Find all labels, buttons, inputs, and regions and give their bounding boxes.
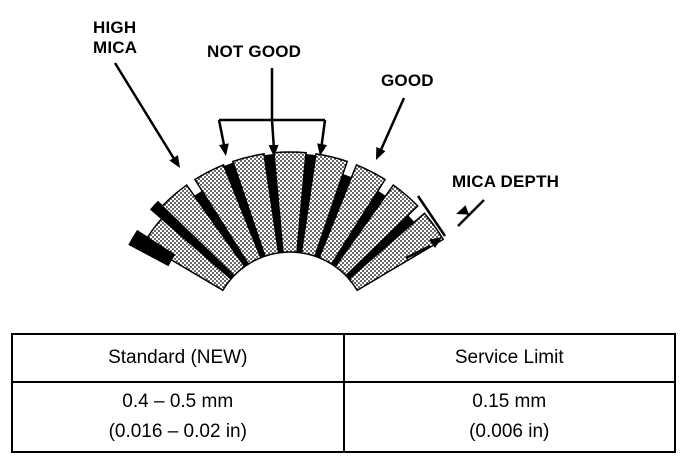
commutator-diagram <box>113 62 485 292</box>
commutator-segments <box>128 151 445 292</box>
spec-table: Standard (NEW) Service Limit 0.4 – 0.5 m… <box>11 333 676 453</box>
cell-standard: 0.4 – 0.5 mm (0.016 – 0.02 in) <box>11 381 345 453</box>
mica-depth-arrowhead-top <box>456 205 469 215</box>
not-good-leg-mid <box>270 119 276 151</box>
table-header-row: Standard (NEW) Service Limit <box>11 333 676 383</box>
cell-service-limit: 0.15 mm (0.006 in) <box>342 381 676 453</box>
good-arrowhead <box>376 147 386 160</box>
mica-depth-guide <box>416 195 447 237</box>
pointer-arrows <box>113 62 485 260</box>
standard-mm: 0.4 – 0.5 mm <box>122 391 234 412</box>
header-standard: Standard (NEW) <box>11 333 345 383</box>
high-mica-label: HIGH MICA <box>93 18 138 57</box>
mica-depth-label: MICA DEPTH <box>452 172 560 191</box>
mica-depth-arrow-bottom <box>405 244 431 260</box>
not-good-arrowhead-mid <box>268 144 279 157</box>
mica-depth-arrow-top <box>457 199 485 227</box>
not-good-arrowhead-right <box>317 143 328 156</box>
high-mica-arrowhead <box>169 155 180 168</box>
high-mica-arrow <box>113 62 178 163</box>
commutator-segment <box>347 212 445 292</box>
table-row: 0.4 – 0.5 mm (0.016 – 0.02 in) 0.15 mm (… <box>11 381 676 453</box>
service-limit-in: (0.006 in) <box>469 421 550 442</box>
mica-insulator <box>128 229 176 267</box>
good-label: GOOD <box>381 71 434 90</box>
not-good-arrowhead-left <box>218 143 229 156</box>
service-limit-mm: 0.15 mm <box>472 391 547 412</box>
mica-depth-arrowhead-bottom <box>429 237 442 248</box>
standard-in: (0.016 – 0.02 in) <box>108 421 247 442</box>
good-arrow <box>378 97 406 153</box>
not-good-label: NOT GOOD <box>207 42 302 61</box>
header-service-limit: Service Limit <box>342 333 676 383</box>
